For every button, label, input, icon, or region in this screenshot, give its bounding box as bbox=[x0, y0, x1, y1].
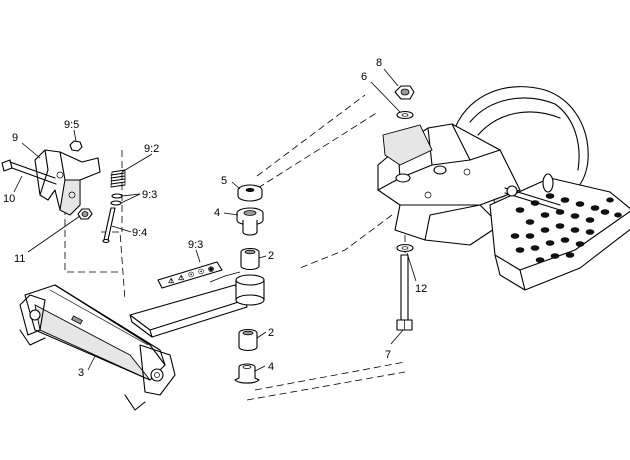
callout-labels: 8 6 9:5 9 9:2 10 9:3 5 4 11 9:4 9:3 2 12… bbox=[3, 57, 427, 379]
callout-3: 3 bbox=[78, 367, 84, 379]
bolt-part-10 bbox=[1, 159, 57, 185]
callout-9-4: 9:4 bbox=[132, 227, 147, 239]
decal-glyph-1: ⚠ bbox=[168, 277, 175, 285]
washer-part-6 bbox=[396, 110, 414, 120]
callout-12: 12 bbox=[415, 283, 427, 295]
nut-part-9-5 bbox=[69, 140, 83, 152]
leader-lines bbox=[13, 68, 417, 372]
callout-4-lower: 4 bbox=[268, 361, 274, 373]
bushing-part-4-lower bbox=[234, 363, 260, 384]
pin-part-9-4 bbox=[102, 207, 116, 244]
pivot-bracket-part-3 bbox=[19, 284, 176, 411]
warning-decal: ⚠ ⚠ ☉ ☉ ◉ bbox=[157, 261, 223, 289]
callout-11: 11 bbox=[14, 253, 25, 265]
callout-9: 9 bbox=[12, 132, 18, 144]
callout-9-5: 9:5 bbox=[64, 119, 79, 131]
decal-glyph-4: ☉ bbox=[198, 268, 204, 276]
decal-glyph-2: ⚠ bbox=[178, 274, 185, 282]
caster-arm bbox=[129, 271, 265, 338]
washer-part-9-3 bbox=[110, 193, 123, 206]
bushing-part-2-upper bbox=[240, 247, 260, 271]
callout-6: 6 bbox=[361, 71, 367, 83]
callout-7: 7 bbox=[385, 349, 391, 361]
caster-wheel-housing-assembly bbox=[377, 86, 630, 291]
bushing-part-4-upper bbox=[236, 207, 264, 236]
decal-glyph-3: ☉ bbox=[188, 271, 194, 279]
spring-part-9-2 bbox=[110, 169, 126, 188]
nut-part-11 bbox=[77, 208, 93, 220]
step-plate-holes bbox=[510, 193, 622, 263]
callout-9-2: 9:2 bbox=[144, 143, 159, 155]
callout-9-3-upper: 9:3 bbox=[142, 189, 157, 201]
bolt-part-7 bbox=[396, 254, 413, 331]
washer-part-12 bbox=[396, 243, 414, 253]
nut-part-8 bbox=[394, 85, 415, 100]
decal-glyph-5: ◉ bbox=[208, 266, 214, 273]
bushing-part-2-lower bbox=[238, 328, 258, 352]
callout-2-upper: 2 bbox=[268, 250, 274, 262]
handle-bracket-part-9 bbox=[34, 149, 101, 216]
callout-5: 5 bbox=[221, 175, 227, 187]
callout-10: 10 bbox=[3, 193, 15, 205]
callout-2-lower: 2 bbox=[268, 327, 274, 339]
callout-4-upper: 4 bbox=[214, 207, 220, 219]
callout-9-3-decal: 9:3 bbox=[188, 239, 203, 251]
washer-part-5 bbox=[237, 184, 263, 202]
callout-8: 8 bbox=[376, 57, 382, 69]
